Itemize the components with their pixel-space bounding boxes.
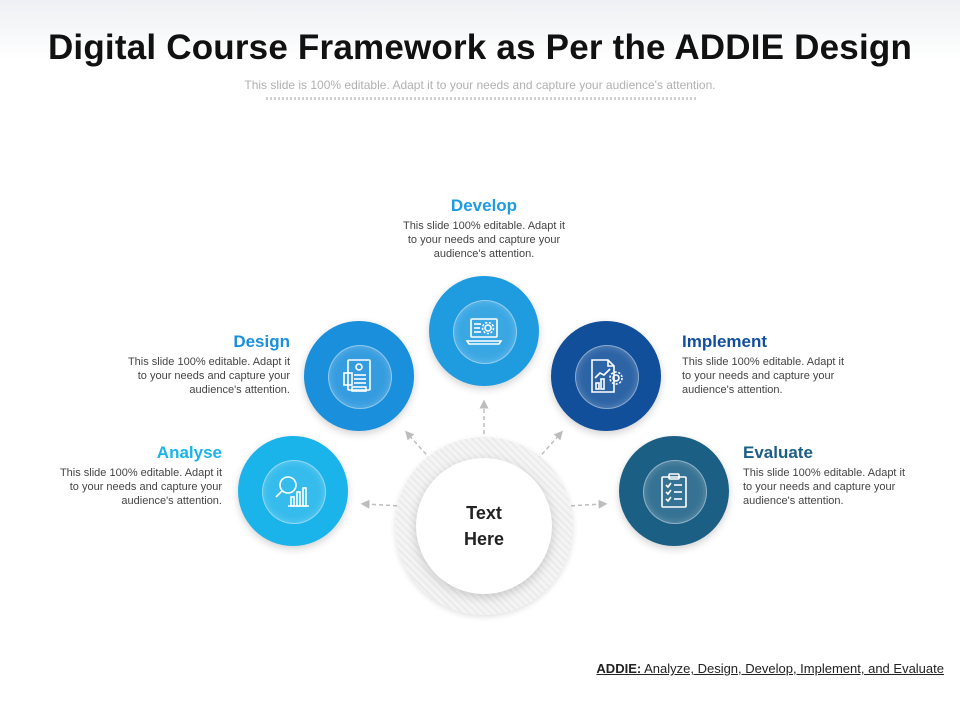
design-desc-line1: This slide 100% editable. Adapt it	[127, 356, 290, 368]
implement-node	[551, 321, 661, 431]
subtitle-divider	[266, 97, 696, 100]
develop-description: This slide 100% editable. Adapt it to yo…	[374, 219, 594, 261]
implement-description: This slide 100% editable. Adapt it to yo…	[682, 355, 892, 397]
document-layout-icon	[343, 359, 371, 392]
evaluate-node	[619, 436, 729, 546]
implement-desc-line1: This slide 100% editable. Adapt it	[682, 356, 845, 368]
laptop-gear-icon	[465, 318, 503, 345]
analyse-heading: Analyse	[156, 443, 222, 462]
evaluate-description: This slide 100% editable. Adapt it to yo…	[743, 466, 953, 508]
implement-heading: Implement	[682, 332, 768, 351]
hub-text-line1: Text	[466, 503, 502, 523]
design-description: This slide 100% editable. Adapt it to yo…	[86, 355, 290, 397]
design-icon-ring	[328, 345, 392, 409]
develop-node	[429, 276, 539, 386]
hub-circle	[416, 458, 552, 594]
implement-desc-line2: to your needs and capture your	[682, 370, 835, 382]
implement-icon-ring	[575, 345, 639, 409]
slide-title: Digital Course Framework as Per the ADDI…	[47, 28, 913, 67]
analyse-description: This slide 100% editable. Adapt it to yo…	[20, 466, 222, 508]
implement-desc-line3: audience's attention.	[682, 384, 783, 396]
footer-label: ADDIE:	[596, 661, 642, 676]
hub-text-line2: Here	[463, 529, 505, 549]
develop-heading: Develop	[450, 196, 518, 215]
develop-desc-line3: audience's attention.	[433, 248, 535, 260]
analyse-desc-line2: to your needs and capture your	[69, 481, 222, 493]
design-heading: Design	[233, 332, 290, 351]
evaluate-desc-line3: audience's attention.	[743, 495, 844, 507]
analyse-node	[238, 436, 348, 546]
magnifier-chart-icon	[275, 476, 309, 507]
design-desc-line3: audience's attention.	[189, 384, 290, 396]
analyse-desc-line3: audience's attention.	[121, 495, 222, 507]
develop-icon-ring	[453, 300, 517, 364]
footer-text: Analyze, Design, Develop, Implement, and…	[641, 661, 944, 676]
analyse-desc-line1: This slide 100% editable. Adapt it	[59, 467, 222, 479]
footer-note: ADDIE: Analyze, Design, Develop, Impleme…	[596, 661, 944, 676]
report-gear-icon	[591, 359, 623, 393]
hub-text: Text Here	[416, 500, 552, 552]
evaluate-desc-line1: This slide 100% editable. Adapt it	[743, 467, 906, 479]
design-node	[304, 321, 414, 431]
evaluate-heading: Evaluate	[743, 443, 813, 462]
design-desc-line2: to your needs and capture your	[137, 370, 290, 382]
analyse-icon-ring	[262, 460, 326, 524]
slide-subtitle: This slide is 100% editable. Adapt it to…	[244, 78, 716, 92]
clipboard-checklist-icon	[661, 473, 687, 508]
develop-desc-line2: to your needs and capture your	[407, 234, 561, 246]
evaluate-desc-line2: to your needs and capture your	[743, 481, 896, 493]
develop-desc-line1: This slide 100% editable. Adapt it	[402, 220, 566, 232]
header-background	[0, 0, 960, 60]
